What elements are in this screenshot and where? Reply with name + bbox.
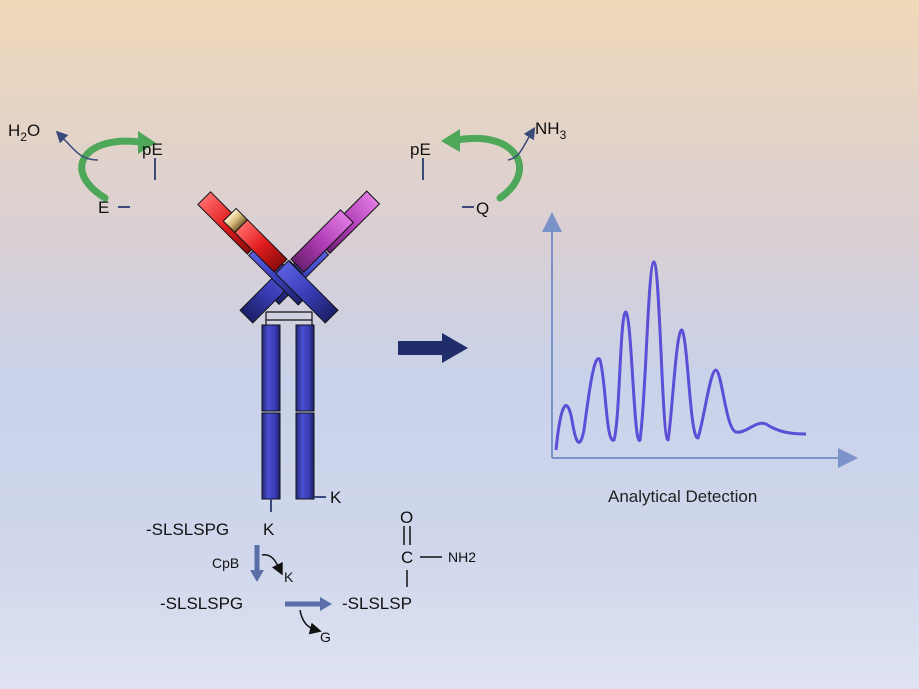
g-release-arrow — [299, 609, 322, 635]
c-terminal-scheme: -SLSLSPG K CpB K -SLSLSPG G -SLSLSP C O … — [146, 508, 476, 645]
nh3-label: NH3 — [535, 119, 567, 142]
curved-arrow-icon — [454, 135, 523, 202]
heavy-chain-fc-right-upper — [295, 324, 315, 412]
light-chain-vl-left — [290, 209, 354, 273]
e-label: E — [98, 198, 109, 217]
fab-right — [197, 158, 474, 324]
k-released-label: K — [284, 569, 294, 585]
seq-top-label: -SLSLSPG — [146, 520, 229, 539]
chromatogram-trace — [554, 260, 807, 451]
seq-middle-label: -SLSLSPG — [160, 594, 243, 613]
light-chain-cl-right — [275, 260, 339, 324]
light-chain-q-tip — [222, 207, 249, 234]
fc-region — [261, 324, 326, 512]
pe-left-label: pE — [142, 140, 163, 159]
k-heavy-label: K — [330, 488, 342, 507]
heavy-chain-fc-right-lower — [295, 412, 315, 500]
nh2-label: NH2 — [448, 549, 476, 565]
nh3-release-arrow — [507, 126, 536, 161]
curved-arrow-icon — [78, 137, 144, 202]
k-release-arrow — [261, 553, 283, 576]
q-label: Q — [476, 199, 489, 218]
h2o-release-arrow — [55, 130, 99, 161]
detection-plot: Analytical Detection — [542, 212, 858, 506]
pe-right-label: pE — [410, 140, 431, 159]
heavy-chain-fc-left-upper — [261, 324, 281, 412]
arrow-right-icon — [398, 333, 468, 363]
cyclization-arrow-right — [441, 126, 536, 202]
seq-amidated-label: -SLSLSP — [342, 594, 412, 613]
k-bottom-label: K — [263, 520, 275, 539]
g-released-label: G — [320, 629, 331, 645]
c-atom-label: C — [401, 548, 413, 567]
detection-title: Analytical Detection — [608, 487, 757, 506]
h2o-label: H2O — [8, 121, 40, 144]
hinge-region — [265, 311, 313, 325]
o-atom-label: O — [400, 508, 413, 527]
cpb-label: CpB — [212, 555, 239, 571]
cyclization-arrow-left — [55, 130, 156, 202]
heavy-chain-fc-left-lower — [261, 412, 281, 500]
